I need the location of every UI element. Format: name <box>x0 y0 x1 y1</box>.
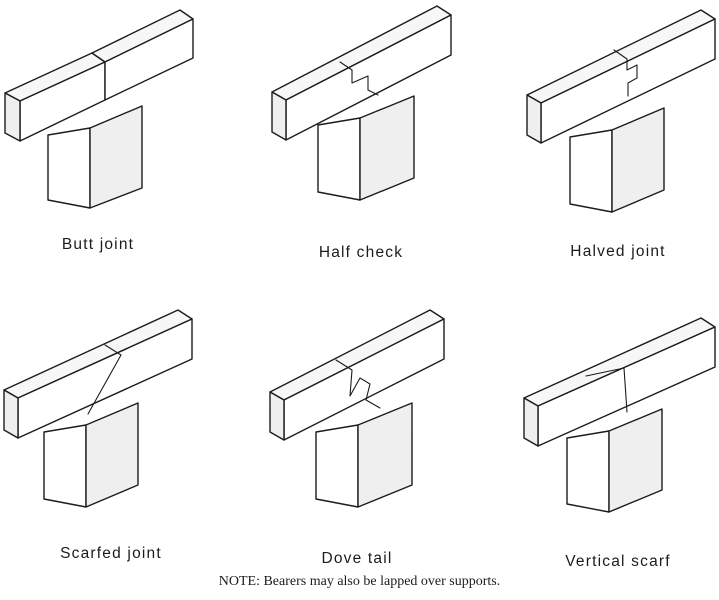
caption-half-check: Half check <box>318 244 404 261</box>
post-side-face <box>85 402 139 508</box>
drawing-halved-joint <box>526 9 716 213</box>
drawing-dove-tail <box>269 309 445 508</box>
post-front-face <box>47 127 91 209</box>
caption-scarfed-joint: Scarfed joint <box>60 545 162 562</box>
scarf-seam <box>87 344 122 415</box>
dove-tail-seam <box>335 359 381 409</box>
post-side-face <box>611 107 665 213</box>
half-check-seam <box>339 61 379 96</box>
post-side-face <box>89 105 143 209</box>
caption-butt-joint: Butt joint <box>61 236 135 253</box>
bearer-end-face <box>526 94 542 144</box>
vertical-scarf-seam <box>585 367 628 413</box>
drawing-butt-joint <box>4 9 194 209</box>
bearer-right-front <box>104 18 194 101</box>
post-front-face <box>569 129 613 213</box>
drawing-vertical-scarf <box>523 317 716 513</box>
post-side-face <box>608 408 663 513</box>
post-front-face <box>43 424 87 508</box>
bearer-end-face <box>523 397 539 447</box>
bearer-end-face <box>4 92 21 142</box>
post-front-face <box>315 424 359 508</box>
post-front-face <box>566 430 610 513</box>
post-side-face <box>357 402 413 508</box>
bearer-end-face <box>269 391 285 441</box>
caption-halved-joint: Halved joint <box>570 243 666 260</box>
halved-seam <box>613 49 638 97</box>
caption-dove-tail: Dove tail <box>321 550 393 567</box>
drawing-scarfed-joint <box>3 309 193 508</box>
caption-vertical-scarf: Vertical scarf <box>565 553 671 570</box>
bearer-end-face <box>3 389 19 439</box>
post-front-face <box>317 117 361 201</box>
note-text: NOTE: Bearers may also be lapped over su… <box>218 574 501 589</box>
post-side-face <box>359 95 415 201</box>
bearer-end-face <box>271 91 287 141</box>
drawing-half-check <box>271 5 452 201</box>
